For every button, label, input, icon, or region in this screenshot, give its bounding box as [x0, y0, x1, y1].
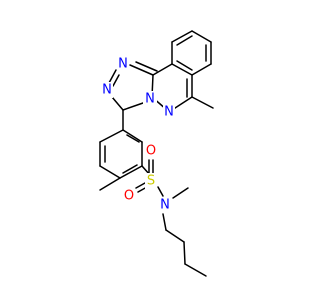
atom-label-n1: N [118, 57, 128, 72]
nitrogen-atom-sulfonamide: N [159, 197, 171, 213]
oxygen-atom-left: O [123, 188, 135, 204]
atom-label-n4: N [164, 105, 174, 120]
nitrogen-atom-triazole-top: N [117, 56, 129, 72]
atom-label-o2: O [124, 189, 134, 204]
nitrogen-atom-triazole-left: N [101, 82, 113, 98]
atom-label-o1: O [146, 144, 156, 159]
atom-label-n5: N [160, 198, 170, 213]
sulfur-atom: S [145, 173, 157, 189]
atom-label-s1: S [147, 174, 155, 189]
atom-labels: N N N N S O O N [101, 56, 175, 213]
atom-label-n3: N [145, 92, 155, 107]
atom-label-n2: N [102, 83, 112, 98]
nitrogen-atom-pyridazine: N [163, 104, 175, 120]
molecule-structure: N N N N S O O N [99, 30, 214, 277]
oxygen-atom-top: O [145, 143, 157, 159]
nitrogen-atom-fused: N [143, 91, 157, 107]
